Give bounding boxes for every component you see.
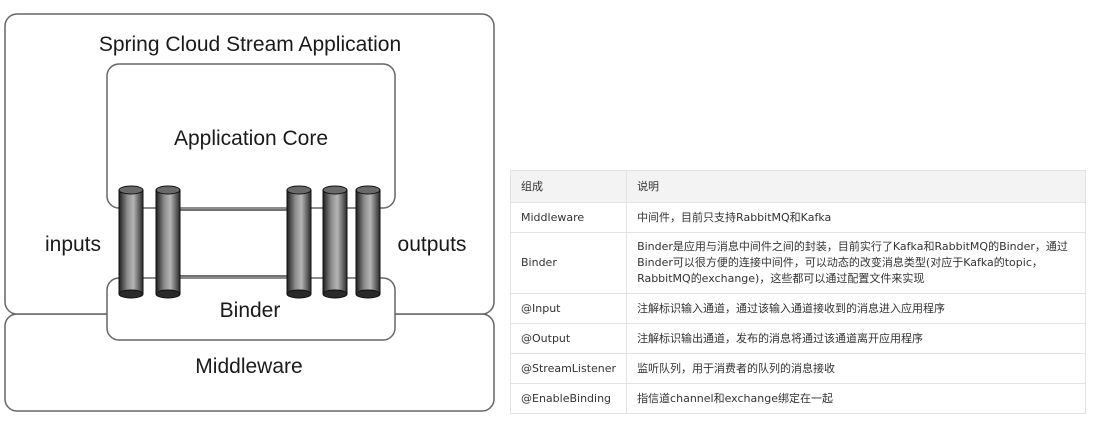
outputs-label: outputs: [398, 233, 467, 256]
component-name: Middleware: [509, 202, 628, 233]
inputs-label: inputs: [45, 233, 101, 256]
binder-label: Binder: [220, 299, 281, 322]
component-table: 组成 说明 Middleware 中间件，目前只支持RabbitMQ和Kafka…: [509, 170, 1086, 414]
column-header-component: 组成: [509, 170, 628, 203]
output-channel-cylinder: [355, 185, 381, 299]
component-name: @Output: [509, 323, 628, 354]
architecture-diagram: Spring Cloud Stream Application Applicat…: [4, 13, 495, 412]
component-description: 中间件，目前只支持RabbitMQ和Kafka: [626, 202, 1086, 233]
component-name: @EnableBinding: [509, 383, 628, 414]
column-header-description: 说明: [626, 170, 1086, 203]
component-name: @StreamListener: [509, 353, 628, 384]
output-channel-cylinder: [322, 185, 348, 299]
component-name: @Input: [509, 293, 628, 324]
output-channel-cylinder: [286, 185, 312, 299]
application-core-box: [106, 63, 396, 209]
table-row: @StreamListener 监听队列，用于消费者的队列的消息接收: [509, 353, 1086, 384]
app-title: Spring Cloud Stream Application: [99, 33, 401, 56]
component-description: Binder是应用与消息中间件之间的封装，目前实行了Kafka和RabbitMQ…: [626, 232, 1086, 294]
component-name: Binder: [509, 232, 628, 294]
component-description: 注解标识输出通道，发布的消息将通过该通道离开应用程序: [626, 323, 1086, 354]
table-row: @Output 注解标识输出通道，发布的消息将通过该通道离开应用程序: [509, 323, 1086, 354]
component-description: 注解标识输入通道，通过该输入通道接收到的消息进入应用程序: [626, 293, 1086, 324]
component-description: 指信道channel和exchange绑定在一起: [626, 383, 1086, 414]
input-channel-cylinder: [118, 185, 144, 299]
component-description: 监听队列，用于消费者的队列的消息接收: [626, 353, 1086, 384]
table-row: Middleware 中间件，目前只支持RabbitMQ和Kafka: [509, 202, 1086, 233]
core-label: Application Core: [174, 127, 328, 150]
table-row: @Input 注解标识输入通道，通过该输入通道接收到的消息进入应用程序: [509, 293, 1086, 324]
middleware-label: Middleware: [195, 355, 302, 378]
table-row: @EnableBinding 指信道channel和exchange绑定在一起: [509, 383, 1086, 414]
input-channel-cylinder: [155, 185, 181, 299]
table-header-row: 组成 说明: [509, 170, 1086, 203]
table-row: Binder Binder是应用与消息中间件之间的封装，目前实行了Kafka和R…: [509, 232, 1086, 294]
